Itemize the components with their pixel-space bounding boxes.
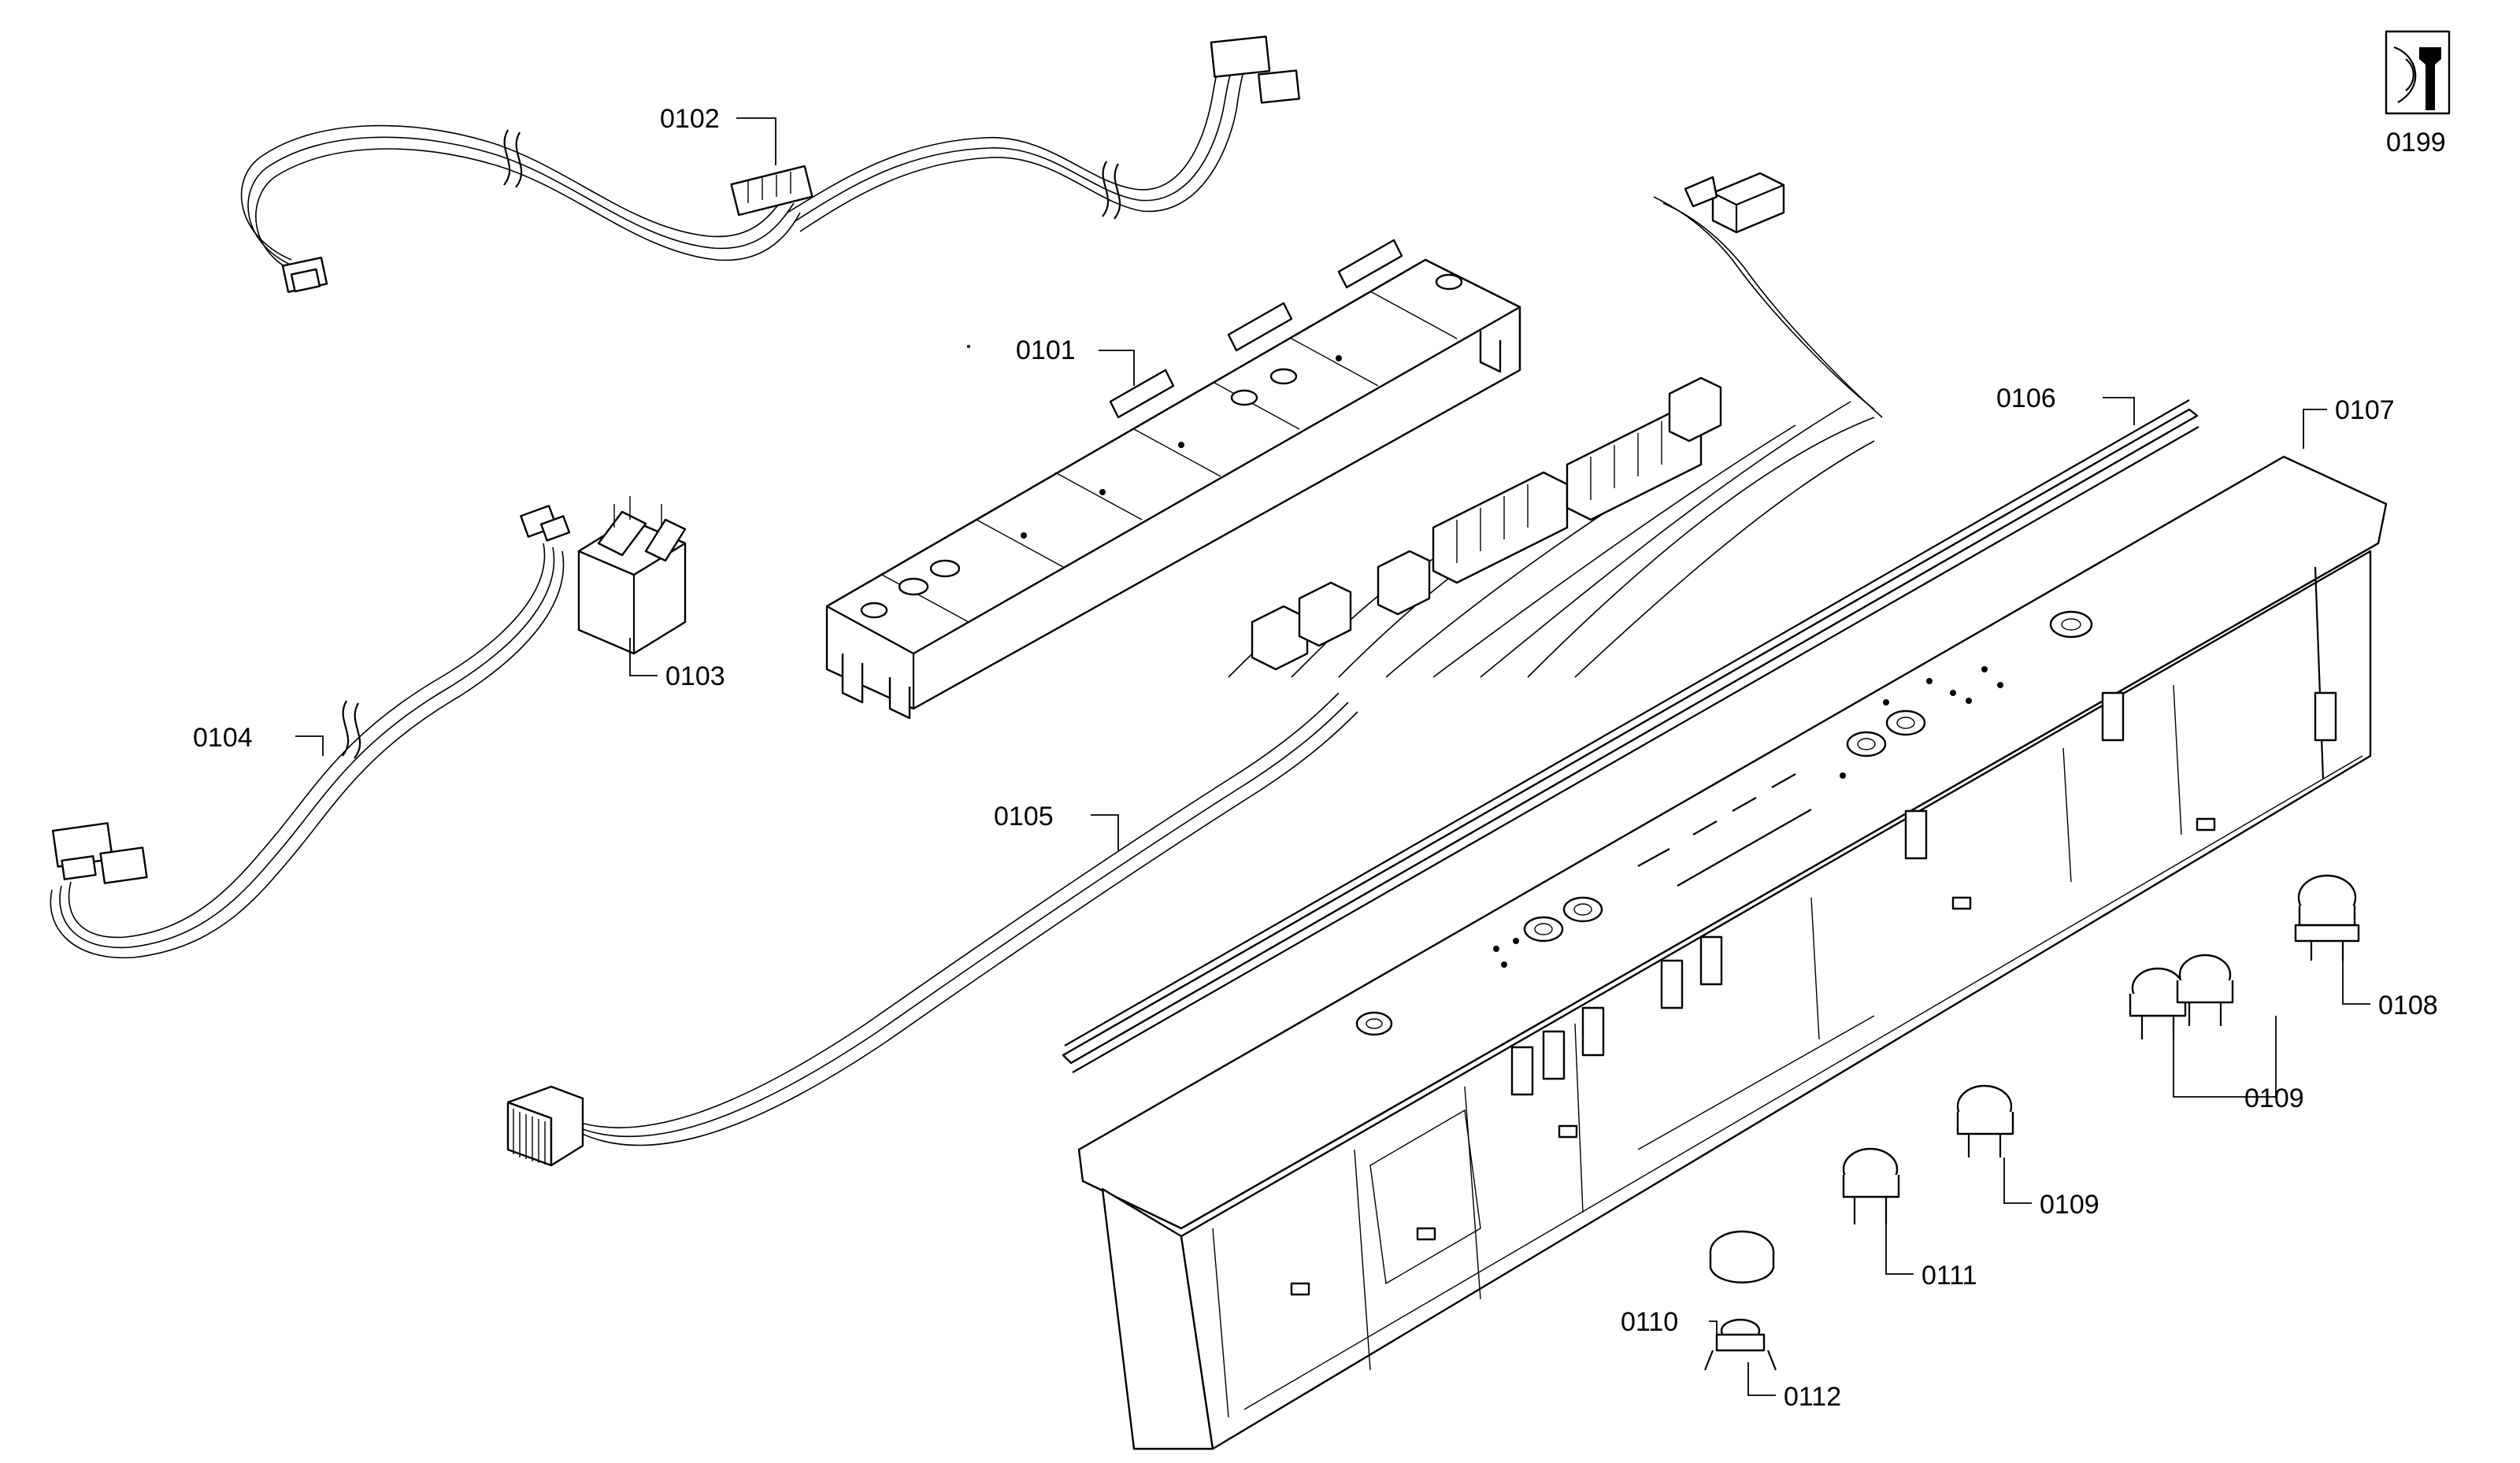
label-0109-b: 0109 bbox=[2040, 1190, 2099, 1220]
label-0108: 0108 bbox=[2378, 991, 2438, 1020]
control-module-0101 bbox=[825, 239, 1521, 720]
part-labels: 0101 0102 0103 0104 0105 0106 0107 0108 … bbox=[193, 104, 2446, 1412]
label-0111: 0111 bbox=[1922, 1261, 1977, 1291]
leader-lines bbox=[295, 117, 2370, 1396]
wire-harness-0104 bbox=[50, 543, 565, 959]
gasket-strip-0106 bbox=[1062, 399, 2199, 1073]
label-0104: 0104 bbox=[193, 723, 253, 753]
wire-harness-0102 bbox=[240, 35, 1300, 294]
label-0105: 0105 bbox=[994, 802, 1054, 832]
label-0106: 0106 bbox=[1996, 383, 2056, 413]
button-0108 bbox=[2294, 874, 2360, 961]
button-0109-single bbox=[1956, 1084, 2014, 1157]
button-clip-0112 bbox=[1703, 1318, 1777, 1371]
label-0199: 0199 bbox=[2386, 128, 2446, 157]
button-0111 bbox=[1842, 1147, 1900, 1224]
label-0103: 0103 bbox=[665, 661, 725, 691]
button-cap-0110 bbox=[1709, 1230, 1775, 1283]
label-0101: 0101 bbox=[1016, 335, 1076, 365]
ribbon-harness-0105 bbox=[506, 172, 1883, 1167]
switch-0103 bbox=[520, 496, 687, 655]
control-panel-0107 bbox=[1077, 455, 2388, 1450]
label-0110: 0110 bbox=[1621, 1307, 1678, 1337]
label-0107: 0107 bbox=[2335, 395, 2395, 425]
label-0102: 0102 bbox=[660, 104, 720, 134]
label-0112: 0112 bbox=[1784, 1382, 1841, 1412]
label-0109-a: 0109 bbox=[2244, 1083, 2304, 1113]
wrench-icon bbox=[2385, 30, 2451, 115]
button-0109-pair bbox=[2129, 954, 2234, 1039]
